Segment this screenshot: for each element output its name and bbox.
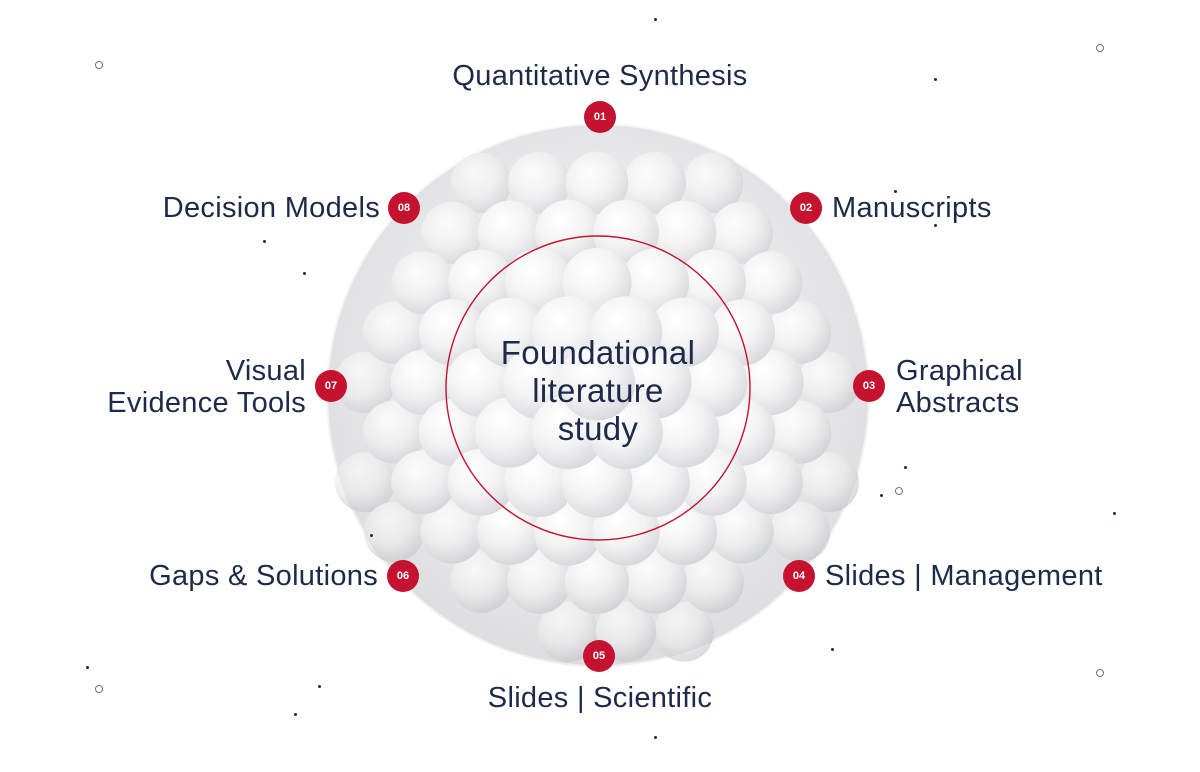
node-label-line: Slides | Scientific [487,682,713,714]
node-label-line: Gaps & Solutions [149,560,378,592]
particle-dot [294,713,297,716]
badge-04: 04 [783,560,815,592]
node-slides-management[interactable]: Slides | Management [825,560,1103,592]
node-decision-models[interactable]: Decision Models [163,192,380,224]
center-line-2: literature [532,372,664,409]
badge-06: 06 [387,560,419,592]
node-label-line: Visual [225,355,306,387]
badge-03: 03 [853,370,885,402]
center-ring [445,235,751,541]
particle-ring [895,487,903,495]
particle-dot [303,272,306,275]
node-label-line: Quantitative Synthesis [452,60,748,92]
node-label-line: Decision Models [162,192,380,224]
particle-dot [831,648,834,651]
sphere-shading [326,123,870,667]
center-line-1: Foundational [500,334,696,371]
badge-08: 08 [388,192,420,224]
particle-dot [934,78,937,81]
particle-ring [95,685,103,693]
particle-dot [1113,512,1116,515]
node-label-line: Manuscripts [832,192,992,224]
node-graphical-abstracts[interactable]: Graphical Abstracts [896,355,1023,419]
particle-dot [654,736,657,739]
node-quantitative-synthesis[interactable]: Quantitative Synthesis [452,60,747,92]
badge-05: 05 [583,640,615,672]
particle-dot [904,466,907,469]
node-gaps-solutions[interactable]: Gaps & Solutions [149,560,378,592]
badge-07: 07 [315,370,347,402]
node-manuscripts[interactable]: Manuscripts [832,192,992,224]
node-label-line: Evidence Tools [107,387,306,419]
node-label-line: Graphical [896,355,1023,387]
particle-ring [1096,44,1104,52]
node-label-line: Slides | Management [825,560,1103,592]
particle-dot [934,224,937,227]
particle-dot [318,685,321,688]
particle-ring [1096,669,1104,677]
center-line-3: study [557,410,639,447]
node-visual-evidence-tools[interactable]: Visual Evidence Tools [107,355,306,419]
particle-dot [894,190,897,193]
particle-dot [370,534,373,537]
particle-dot [880,494,883,497]
node-slides-scientific[interactable]: Slides | Scientific [488,682,712,714]
particle-dot [86,666,89,669]
badge-02: 02 [790,192,822,224]
particle-ring [95,61,103,69]
particle-dot [263,240,266,243]
badge-01: 01 [584,101,616,133]
center-title: Foundational literature study [501,334,695,448]
node-label-line: Abstracts [896,387,1020,419]
particle-dot [654,18,657,21]
